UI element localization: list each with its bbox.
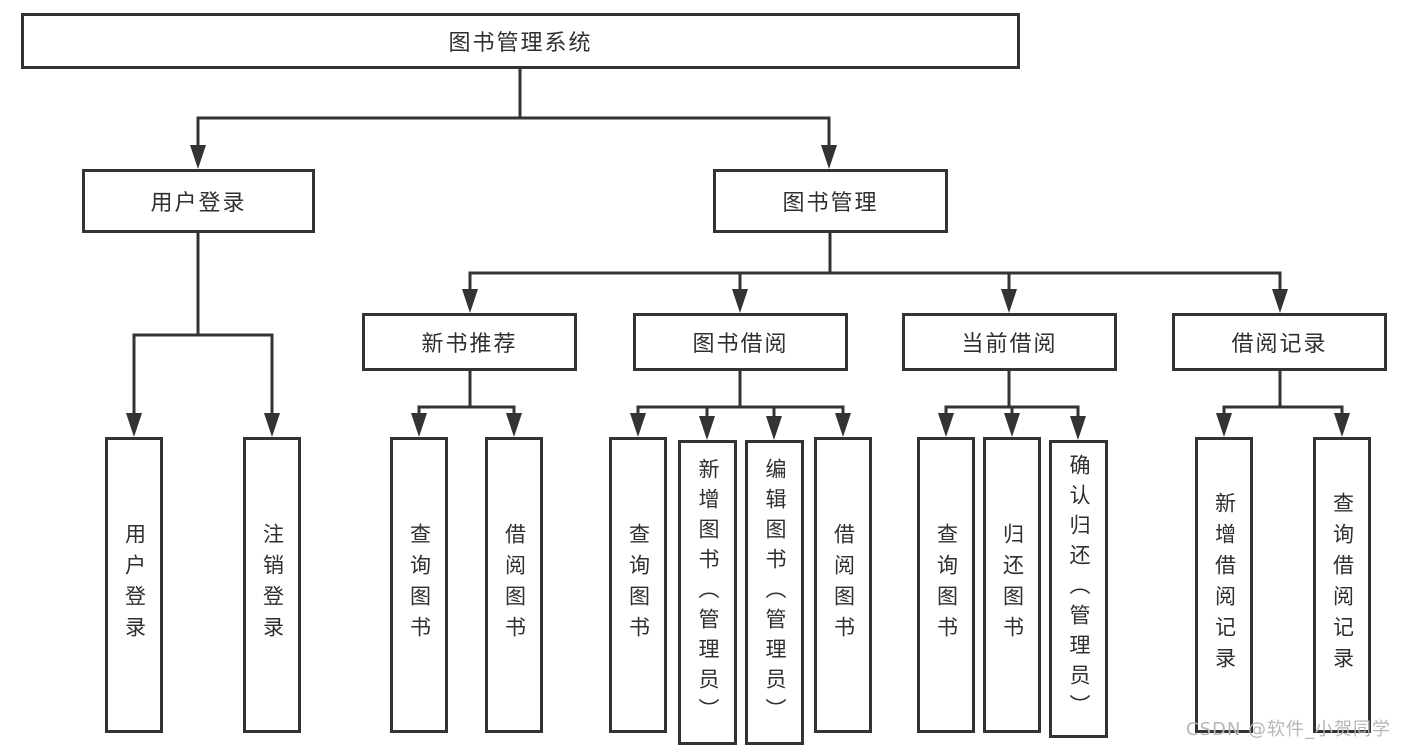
node-label: 新增借阅记录 bbox=[1212, 492, 1237, 678]
node-label: 新书推荐 bbox=[421, 332, 518, 357]
node-label: 用户登录 bbox=[150, 191, 247, 216]
leaf-confirm-return-admin: 确认归还（管理员） bbox=[1049, 440, 1108, 738]
node-label: 借阅记录 bbox=[1231, 332, 1328, 357]
node-label: 新增图书（管理员） bbox=[696, 457, 720, 728]
node-borrow-records: 借阅记录 bbox=[1172, 313, 1387, 371]
node-label: 借阅图书 bbox=[502, 523, 527, 647]
node-label: 编辑图书（管理员） bbox=[763, 457, 787, 728]
node-label: 归还图书 bbox=[1000, 523, 1025, 647]
leaf-edit-book-admin: 编辑图书（管理员） bbox=[745, 440, 804, 745]
node-label: 查询图书 bbox=[934, 523, 959, 647]
leaf-return-book: 归还图书 bbox=[983, 437, 1041, 733]
node-user-login: 用户登录 bbox=[82, 169, 315, 233]
csdn-watermark: CSDN @软件_小贺同学 bbox=[1186, 719, 1392, 740]
node-label: 注销登录 bbox=[260, 523, 285, 647]
node-label: 用户登录 bbox=[122, 523, 147, 647]
node-book-management: 图书管理 bbox=[713, 169, 948, 233]
node-label: 查询图书 bbox=[407, 523, 432, 647]
node-label: 查询借阅记录 bbox=[1330, 492, 1355, 678]
node-label: 借阅图书 bbox=[831, 523, 856, 647]
leaf-query-book-current: 查询图书 bbox=[917, 437, 975, 733]
node-library-management-system: 图书管理系统 bbox=[21, 13, 1020, 69]
leaf-add-book-admin: 新增图书（管理员） bbox=[678, 440, 737, 745]
arrowheads bbox=[126, 145, 1350, 440]
leaf-borrow-book: 借阅图书 bbox=[814, 437, 872, 733]
node-label: 查询图书 bbox=[626, 523, 651, 647]
node-label: 当前借阅 bbox=[961, 332, 1058, 357]
node-new-book-recommend: 新书推荐 bbox=[362, 313, 577, 371]
node-label: 图书借阅 bbox=[692, 332, 789, 357]
node-book-borrow: 图书借阅 bbox=[633, 313, 848, 371]
leaf-borrow-book-recommend: 借阅图书 bbox=[485, 437, 543, 733]
leaf-add-borrow-record: 新增借阅记录 bbox=[1195, 437, 1253, 733]
leaf-query-book-recommend: 查询图书 bbox=[390, 437, 448, 733]
node-label: 确认归还（管理员） bbox=[1067, 454, 1091, 724]
node-label: 图书管理 bbox=[782, 191, 879, 216]
node-label: 图书管理系统 bbox=[448, 31, 593, 56]
leaf-query-borrow-record: 查询借阅记录 bbox=[1313, 437, 1371, 733]
leaf-user-login: 用户登录 bbox=[105, 437, 163, 733]
node-current-borrow: 当前借阅 bbox=[902, 313, 1117, 371]
leaf-logout: 注销登录 bbox=[243, 437, 301, 733]
leaf-query-book-borrow: 查询图书 bbox=[609, 437, 667, 733]
